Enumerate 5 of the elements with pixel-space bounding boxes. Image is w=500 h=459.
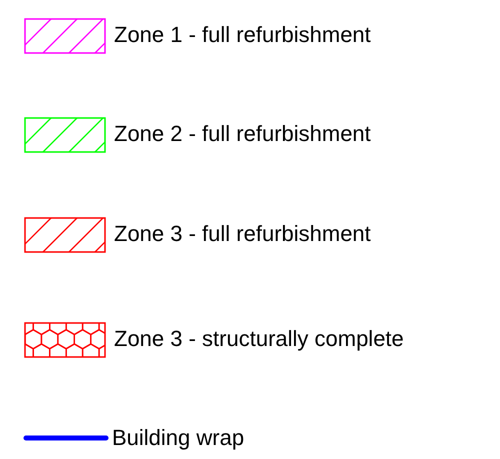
legend-label: Zone 3 - full refurbishment bbox=[114, 221, 371, 247]
legend-label: Zone 2 - full refurbishment bbox=[114, 121, 371, 147]
legend-label: Zone 1 - full refurbishment bbox=[114, 22, 371, 48]
legend-label: Building wrap bbox=[112, 425, 244, 451]
legend-label: Zone 3 - structurally complete bbox=[114, 326, 404, 352]
